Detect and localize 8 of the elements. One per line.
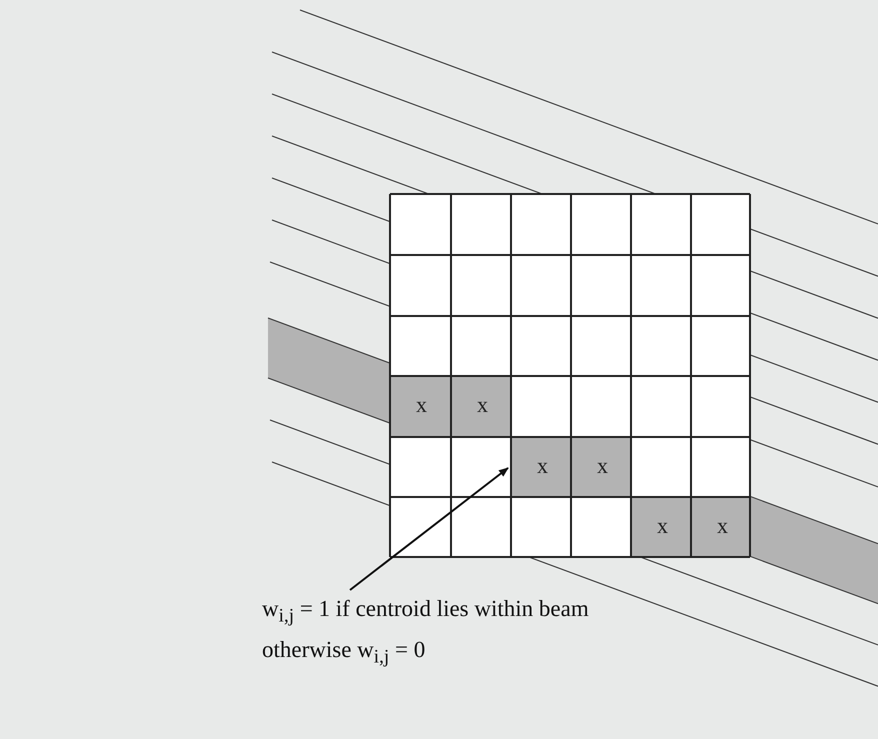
leader-line bbox=[349, 467, 509, 591]
cell-mark: x bbox=[717, 515, 728, 537]
cell-mark: x bbox=[416, 394, 427, 416]
annotation-text: w$_{i,j}$ = 1 if centroid lies within beam otherwise w$_{i,j}$ = 0 bbox=[262, 592, 622, 674]
cell-mark: x bbox=[657, 515, 668, 537]
cell-mark: x bbox=[477, 394, 488, 416]
cell-mark: x bbox=[537, 455, 548, 477]
cell-mark: x bbox=[597, 455, 608, 477]
